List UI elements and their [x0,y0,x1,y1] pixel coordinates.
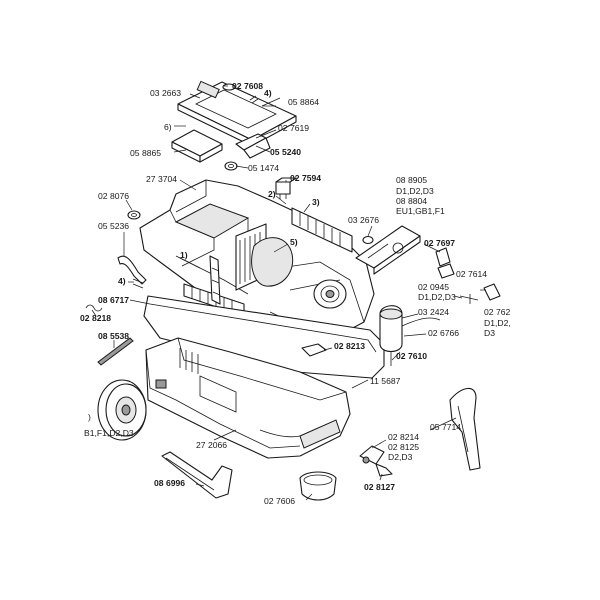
filter-frame-part [171,129,223,163]
label-027610: 02 7610 [396,351,427,361]
label-3: 3) [312,197,320,207]
leader-lines [91,85,486,501]
hose-adapter-part [449,387,481,471]
plug-part [437,263,455,279]
small-grommet-part [362,235,374,245]
label-086996: 08 6996 [154,478,185,488]
rotary-knob-part [435,247,451,267]
label-085538: 08 5538 [98,331,129,341]
bracket-part [161,451,233,499]
label-027606: 02 7606 [264,496,295,506]
label-057714: 05 7714 [430,422,461,432]
label-4b: 4) [118,276,126,286]
label-055236: 05 5236 [98,221,129,231]
wheel-part [97,379,147,441]
grid-middle-part [209,255,221,305]
label-032676: 03 2676 [348,215,379,225]
label-027619: 02 7619 [278,123,309,133]
caster-part [359,445,393,477]
latch-part [235,133,271,159]
label-eu1gb1f1: EU1,GB1,F1 [396,206,445,216]
label-032663: 03 2663 [150,88,181,98]
grommet-part [224,161,238,171]
label-028214: 02 8214 [388,432,419,442]
part-labels: 03 2663 02 7608 4) 05 8864 6) 02 7619 05… [80,81,511,506]
lower-clip-part [132,278,144,289]
label-020945: 02 0945 [418,282,449,292]
label-088804: 08 8804 [396,196,427,206]
knob-part [127,210,141,220]
label-027614: 02 7614 [456,269,487,279]
label-d1d2: D1,D2, [484,318,511,328]
terminal-part [483,283,501,301]
label-115687: 11 5687 [370,376,401,386]
grid-right-part [291,207,353,253]
label-027594: 02 7594 [290,173,321,183]
lower-housing-part [145,337,351,459]
label-02762: 02 762 [484,307,511,317]
label-028127: 02 8127 [364,482,395,492]
label-058864: 05 8864 [288,97,319,107]
seal-part [143,295,385,379]
label-086717: 08 6717 [98,295,129,305]
label-028076: 02 8076 [98,191,129,201]
motor-assembly-part [379,305,441,366]
control-board-part [355,225,421,275]
spring-part [85,304,103,312]
label-026766: 02 6766 [428,328,459,338]
spring-clip-part [249,95,259,104]
label-1: 1) [180,250,188,260]
rod-part [97,337,134,366]
label-051474: 05 1474 [248,163,279,173]
label-d3: D3 [484,328,495,338]
label-028218: 02 8218 [80,313,111,323]
foot-part [299,471,337,501]
filter-element-part [235,223,294,291]
label-5: 5) [290,237,298,247]
label-273704: 27 3704 [146,174,177,184]
label-272066: 27 2066 [196,440,227,450]
label-055240: 05 5240 [270,147,301,157]
label-b1f1d2d3: B1,F1,D2,D3 [84,428,134,438]
label-027697: 02 7697 [424,238,455,248]
label-088905: 08 8905 [396,175,427,185]
label-4a: 4) [264,88,272,98]
label-paren: ) [88,412,91,422]
label-058865: 05 8865 [130,148,161,158]
label-d1d2d3-a: D1,D2,D3 [396,186,434,196]
label-032424: 03 2424 [418,307,449,317]
label-2: 2) [268,189,276,199]
label-d2d3: D2,D3 [388,452,413,462]
label-027608: 02 7608 [232,81,263,91]
label-028213: 02 8213 [334,341,365,351]
label-d1d2d3-b: D1,D2,D3 [418,292,456,302]
round-cap-part [222,83,236,91]
connector-part [459,294,479,304]
label-028125: 02 8125 [388,442,419,452]
label-6: 6) [164,122,172,132]
cover-part [301,343,327,357]
carry-handle-part [117,255,147,285]
